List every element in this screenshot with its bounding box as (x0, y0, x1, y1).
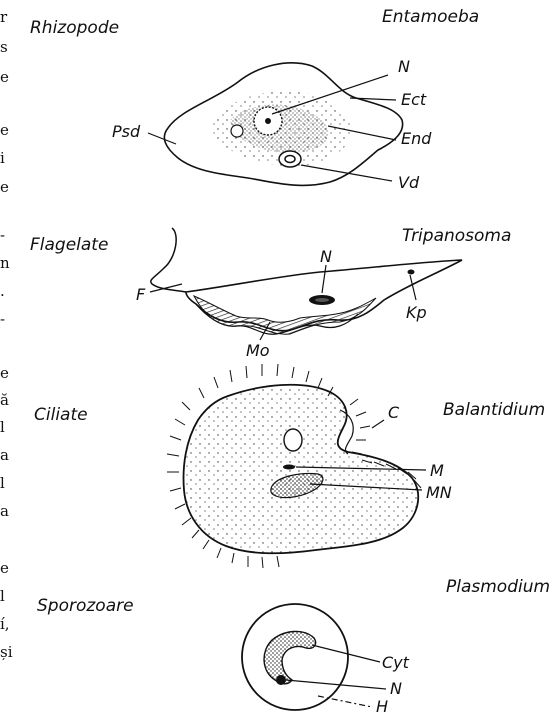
leader-line-c (372, 420, 384, 428)
label-mn: MN (426, 483, 452, 502)
edge-fragment: ă (0, 391, 9, 409)
nucleus (254, 107, 282, 135)
label-ect: Ect (401, 90, 427, 109)
edge-fragment: l (0, 418, 5, 436)
label-vd: Vd (398, 173, 420, 192)
group-label: Rhizopode (30, 18, 119, 38)
group-label: Sporozoare (37, 596, 134, 616)
label-n: N (390, 679, 402, 698)
edge-fragment: e (0, 121, 9, 139)
edge-fragment: i (0, 149, 5, 167)
group-label: Ciliate (34, 405, 88, 425)
panel-rhizopode: Rhizopode Entamoeba N Ect End Vd Psd (30, 7, 479, 192)
label-kp: Kp (406, 303, 427, 322)
label-c: C (388, 403, 400, 422)
group-label: Flagelate (30, 235, 108, 255)
vacuole-small (231, 125, 243, 137)
contractile-vacuole (284, 429, 302, 451)
edge-fragment: e (0, 178, 9, 196)
micronucleus (283, 465, 295, 470)
panel-ciliate: Ciliate Balantidium C M MN (34, 364, 545, 568)
edge-fragment: r (0, 8, 8, 26)
edge-fragment: e (0, 68, 9, 86)
edge-fragment: . (0, 282, 5, 300)
edge-fragment: l (0, 587, 5, 605)
edge-fragment: e (0, 559, 9, 577)
label-end: End (401, 129, 432, 148)
label-h: H (376, 697, 388, 713)
edge-fragment: s (0, 38, 8, 56)
label-cyt: Cyt (382, 653, 410, 672)
genus-label: Entamoeba (382, 7, 479, 27)
label-psd: Psd (112, 122, 141, 141)
edge-fragment: e (0, 364, 9, 382)
genus-label: Plasmodium (446, 577, 550, 597)
edge-fragment: n (0, 254, 10, 272)
label-mo: Mo (246, 341, 270, 360)
edge-fragment: l (0, 474, 5, 492)
edge-fragment: a (0, 502, 9, 520)
edge-fragment: í, (0, 615, 10, 633)
nucleus (276, 675, 286, 685)
label-m: M (430, 461, 444, 480)
edge-fragment: și (0, 643, 13, 661)
digestive-vacuole (279, 151, 301, 167)
genus-label: Balantidium (443, 400, 545, 420)
label-f: F (136, 285, 146, 304)
host-red-cell (242, 604, 348, 710)
panel-sporozoare: Sporozoare Plasmodium Cyt N H (37, 577, 550, 713)
edge-fragment: - (0, 310, 5, 328)
kinetoplast (408, 270, 415, 275)
edge-fragments: r s e e i e - n . - e ă l a l a e l í, ș… (0, 8, 13, 661)
label-n: N (398, 57, 410, 76)
panel-flagelate: Flagelate Tripanosoma N F Kp Mo (30, 226, 511, 360)
edge-fragment: a (0, 446, 9, 464)
genus-label: Tripanosoma (402, 226, 511, 246)
flagellum (151, 228, 186, 292)
edge-fragment: - (0, 226, 5, 244)
label-n: N (320, 247, 332, 266)
